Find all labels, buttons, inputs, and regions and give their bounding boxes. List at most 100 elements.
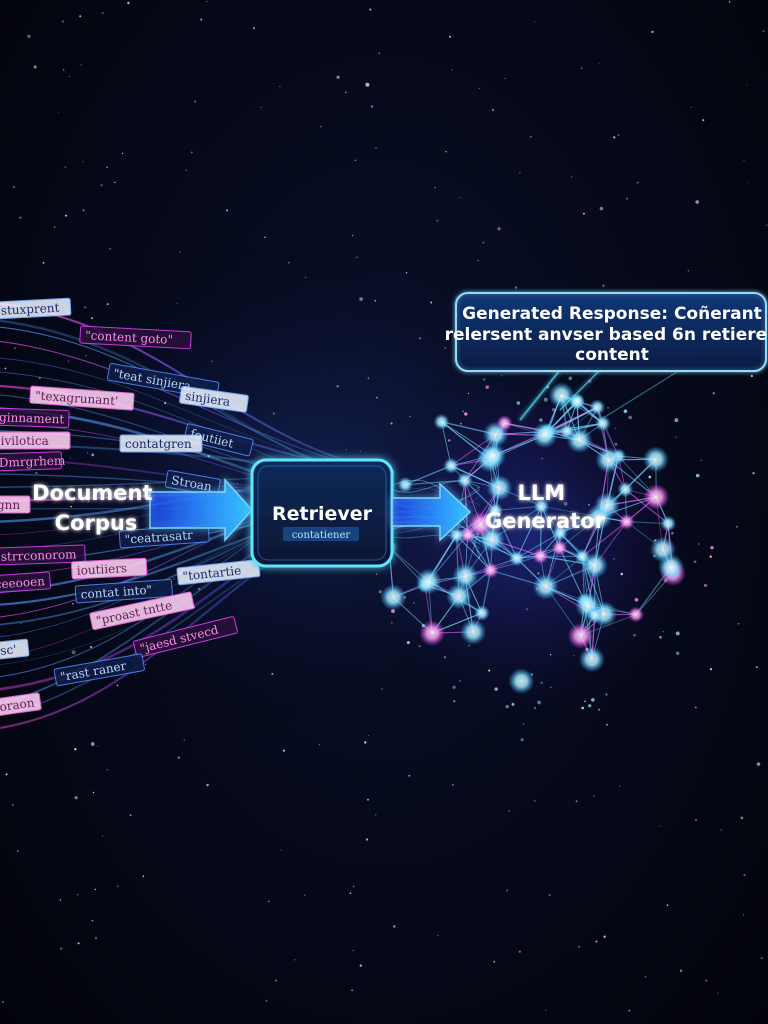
star bbox=[766, 224, 768, 227]
star bbox=[493, 960, 496, 963]
star bbox=[129, 814, 132, 817]
network-particle bbox=[674, 418, 679, 423]
network-particle bbox=[391, 622, 393, 624]
star bbox=[368, 735, 370, 737]
star bbox=[80, 64, 82, 66]
star bbox=[265, 999, 268, 1002]
star bbox=[740, 816, 744, 820]
network-particle bbox=[447, 439, 451, 442]
network-node bbox=[452, 563, 479, 590]
network-node bbox=[566, 427, 593, 454]
star bbox=[194, 100, 197, 103]
star bbox=[91, 453, 95, 457]
snippet-card bbox=[0, 451, 63, 472]
callout-line-2: relersent anvser based 6n retiered bbox=[445, 325, 768, 345]
star bbox=[613, 136, 616, 139]
network-particle bbox=[655, 467, 658, 470]
star bbox=[64, 166, 66, 168]
network-node bbox=[508, 668, 535, 695]
star bbox=[393, 925, 396, 928]
star bbox=[319, 125, 322, 128]
network-node bbox=[594, 492, 621, 519]
network-edge bbox=[494, 510, 518, 559]
star bbox=[575, 800, 578, 803]
document-snippet: rsc' bbox=[0, 638, 30, 661]
network-particle bbox=[703, 583, 708, 588]
network-edge bbox=[456, 534, 492, 571]
network-node bbox=[589, 399, 606, 416]
star bbox=[618, 785, 621, 787]
star bbox=[106, 303, 109, 306]
network-particle bbox=[530, 673, 533, 676]
star bbox=[367, 798, 369, 801]
star bbox=[19, 216, 22, 219]
star bbox=[53, 226, 56, 228]
network-node bbox=[486, 474, 513, 501]
snippet-card bbox=[179, 385, 249, 413]
star bbox=[60, 947, 63, 950]
star bbox=[116, 885, 119, 888]
snippet-text: "ceatrasatr bbox=[124, 528, 193, 547]
snippet-card bbox=[183, 423, 254, 457]
star bbox=[541, 457, 544, 460]
star bbox=[728, 1, 731, 3]
network-particle bbox=[511, 702, 515, 706]
network-particle bbox=[634, 598, 639, 602]
network-particle bbox=[710, 546, 714, 550]
star bbox=[97, 745, 99, 747]
network-particle bbox=[700, 459, 702, 462]
network-particle bbox=[551, 408, 556, 412]
star bbox=[185, 169, 187, 171]
star bbox=[20, 623, 23, 625]
network-node bbox=[618, 513, 635, 530]
snippet-text: ceeooen bbox=[0, 574, 46, 591]
network-particle bbox=[435, 631, 439, 636]
star bbox=[71, 650, 76, 655]
star bbox=[84, 306, 87, 309]
star bbox=[625, 197, 629, 200]
network-particle bbox=[675, 631, 680, 636]
star bbox=[755, 666, 758, 669]
network-node bbox=[473, 605, 490, 621]
star bbox=[173, 578, 175, 580]
star bbox=[405, 272, 408, 274]
star bbox=[603, 935, 606, 938]
star bbox=[717, 992, 719, 994]
network-particle bbox=[653, 539, 657, 542]
star bbox=[42, 262, 45, 264]
network-particle bbox=[659, 636, 662, 639]
star bbox=[2, 1001, 4, 1003]
star bbox=[206, 783, 209, 787]
network-particle bbox=[607, 407, 609, 409]
star bbox=[580, 67, 583, 70]
network-particle bbox=[453, 700, 456, 703]
network-edge bbox=[582, 521, 627, 558]
star bbox=[712, 392, 715, 395]
snippet-text: contat into" bbox=[80, 583, 152, 602]
star bbox=[419, 337, 422, 340]
star bbox=[352, 949, 354, 952]
star bbox=[478, 87, 480, 89]
star bbox=[518, 950, 521, 953]
network-edge bbox=[516, 532, 561, 559]
snippet-text: Dmrgrhem bbox=[0, 453, 66, 469]
star bbox=[27, 34, 31, 38]
network-particle bbox=[468, 644, 470, 647]
star bbox=[271, 672, 274, 675]
document-snippet: "ceatrasatr bbox=[118, 524, 210, 549]
star bbox=[695, 200, 700, 204]
star bbox=[534, 800, 536, 802]
network-particle bbox=[675, 436, 677, 438]
network-particle bbox=[459, 680, 461, 682]
network-edge bbox=[539, 506, 543, 557]
star bbox=[588, 504, 590, 506]
network-node bbox=[642, 446, 669, 473]
star bbox=[345, 449, 347, 451]
star bbox=[280, 849, 282, 851]
star bbox=[59, 899, 62, 901]
star bbox=[743, 159, 745, 161]
star bbox=[318, 743, 321, 746]
star bbox=[367, 377, 369, 379]
star bbox=[477, 259, 479, 262]
